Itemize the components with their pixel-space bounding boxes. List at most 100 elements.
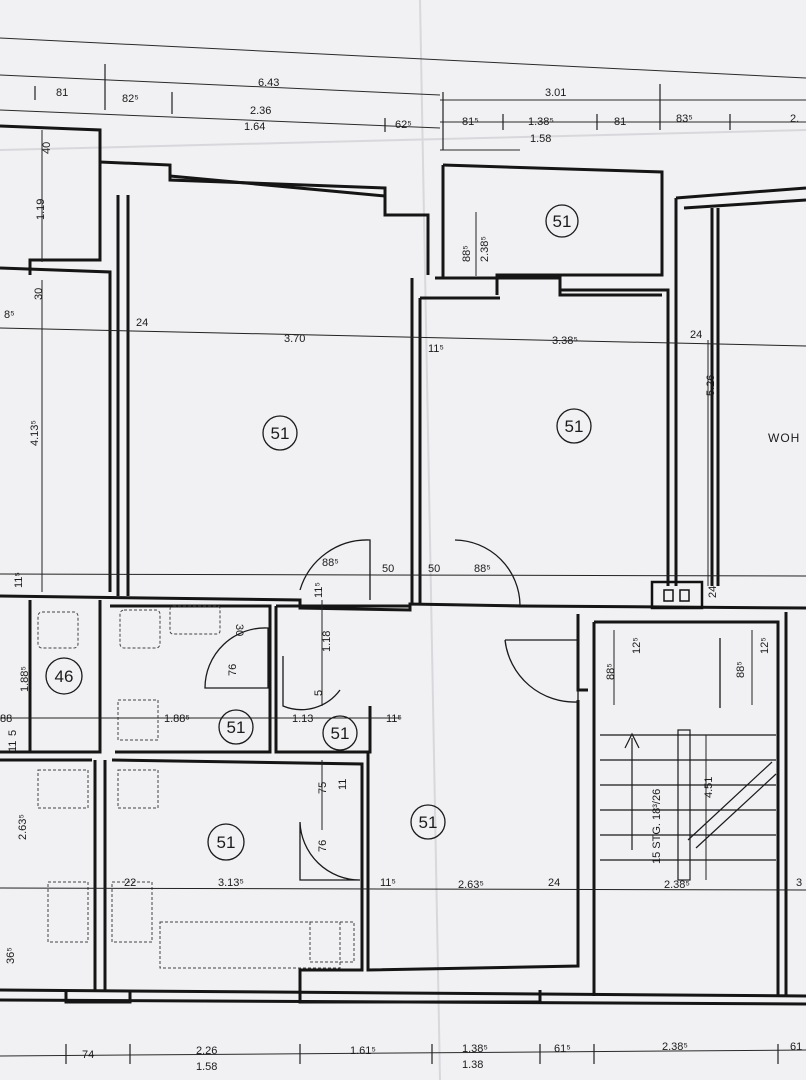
dim-v115-a: 11⁵: [13, 572, 25, 588]
dim-v76-a: 76: [227, 664, 239, 676]
dim-v5: 5: [313, 690, 325, 696]
dim-wall24-b: 24: [690, 329, 702, 341]
dim-b2-upper: 2.26: [196, 1045, 217, 1057]
dim-b1: 74: [82, 1049, 94, 1061]
dim-v40: 40: [41, 142, 53, 154]
dim-right-b-lower: 1.58: [530, 133, 551, 145]
paper-fold-line: [419, 0, 441, 1080]
top-dimension-chain: 6.43 81 82⁵ 2.36 1.64 62⁵ 3.01 81⁵ 1.38⁵…: [0, 37, 806, 151]
dim-b2-lower: 1.58: [196, 1061, 217, 1073]
dim-h3135: 3.13⁵: [218, 877, 244, 889]
dim-v2635: 2.63⁵: [17, 814, 29, 840]
dim-room-w1: 3.70: [284, 333, 305, 345]
interior-dimension-lines: [0, 130, 806, 891]
dim-b7: 61: [790, 1041, 802, 1053]
dim-room-w2: 3.38⁵: [552, 335, 578, 347]
dim-edge: 62⁵: [395, 119, 412, 131]
room-number: 51: [217, 833, 236, 852]
staircase: [600, 729, 777, 881]
dim-b6: 2.38⁵: [662, 1041, 688, 1053]
dim-door2: 88⁵: [474, 563, 491, 575]
dim-edge3: 3: [796, 877, 802, 889]
dim-right-d: 83⁵: [676, 113, 693, 125]
dim-v365: 36⁵: [5, 947, 17, 964]
dim-v88-a: 88: [0, 713, 12, 725]
room-number: 51: [331, 724, 350, 743]
shaft-symbols: [650, 580, 704, 610]
dim-v76-b: 76: [317, 840, 329, 852]
dim-wall11: 11⁵: [428, 343, 444, 355]
paper-fold-line: [0, 129, 806, 151]
walls: [0, 124, 806, 1006]
dim-overall-right: 3.01: [545, 87, 566, 99]
room-number: 51: [227, 718, 246, 737]
dim-h113: 1.13: [292, 713, 313, 725]
dim-v1885: 1.88⁵: [19, 666, 31, 692]
dim-v125-b: 12⁵: [759, 637, 771, 654]
stair-annotation: 15 STG. 18³/26: [651, 789, 663, 864]
dim-v115-d: 11⁵: [380, 877, 396, 889]
room-marker: 51: [322, 715, 358, 751]
dim-v75: 75: [317, 782, 329, 794]
room-marker: 51: [556, 408, 592, 444]
bottom-dimension-chain: 74 2.26 1.58 1.61⁵ 1.38⁵ 1.38 61⁵ 2.38⁵ …: [0, 1041, 806, 1073]
dim-mid-upper: 2.36: [250, 105, 271, 117]
dim-b5: 61⁵: [554, 1043, 571, 1055]
door-swings: [204, 539, 721, 881]
dim-b3: 1.61⁵: [350, 1045, 376, 1057]
dim-gap50-a: 50: [382, 563, 394, 575]
dim-v30: 30: [33, 288, 45, 300]
dim-v30b: 30: [233, 624, 245, 636]
room-number: 51: [419, 813, 438, 832]
dim-wall24-d: 24: [548, 877, 560, 889]
room-number: 51: [271, 424, 290, 443]
room-marker: 51: [262, 415, 298, 451]
dim-b4-upper: 1.38⁵: [462, 1043, 488, 1055]
room-marker: 51: [410, 804, 446, 840]
room-number: 51: [553, 212, 572, 231]
dim-right-a: 81⁵: [462, 116, 479, 128]
dim-v125-a: 12⁵: [631, 637, 643, 654]
dim-h1885: 1.88⁵: [164, 713, 190, 725]
room-marker: 46: [45, 657, 83, 695]
dim-wall24-c: 24: [707, 586, 719, 598]
dim-right-e: 2.: [790, 113, 799, 125]
dim-v5-b: 5: [7, 730, 19, 736]
room-marker: 51: [545, 204, 579, 238]
dim-b4-lower: 1.38: [462, 1059, 483, 1071]
dim-v118: 1.18: [321, 631, 333, 652]
dim-left-b: 82⁵: [122, 93, 139, 105]
dim-v11-a: 11: [7, 741, 19, 752]
dim-right-c: 81: [614, 116, 626, 128]
dim-wall22: 22: [124, 877, 136, 889]
interior-dimension-texts: 40 1.19 30 88⁵ 2.38⁵ 24 3.70 11⁵ 3.38⁵ 2…: [0, 142, 802, 964]
dim-v115-c: 11⁵: [386, 713, 402, 725]
dim-v11-b: 11: [337, 779, 349, 790]
room-marker: 51: [218, 709, 254, 745]
dim-v119: 1.19: [35, 199, 47, 220]
dim-v885-top: 88⁵: [461, 245, 473, 262]
room-markers: 51 51 51 46 51 51 51 51: [45, 204, 592, 861]
dim-right-b: 1.38⁵: [528, 116, 554, 128]
dim-v2385: 2.38⁵: [479, 236, 491, 262]
room-label-wohn: WOH: [768, 431, 800, 445]
room-number: 51: [565, 417, 584, 436]
fixtures: [37, 605, 355, 969]
dim-gap50-b: 50: [428, 563, 440, 575]
dim-side-8: 8⁵: [4, 309, 15, 321]
dim-v4135: 4.13⁵: [29, 420, 41, 446]
dim-v115-b: 11⁵: [313, 582, 325, 598]
dim-overall-left: 6.43: [258, 77, 279, 89]
dim-mid-lower: 1.64: [244, 121, 265, 133]
dim-wall24-a: 24: [136, 317, 148, 329]
dim-v451: 4.51: [703, 777, 715, 798]
room-number: 46: [55, 667, 74, 686]
dim-door1: 88⁵: [322, 557, 339, 569]
dim-v885-d: 88⁵: [735, 661, 747, 678]
dim-left-a: 81: [56, 87, 68, 99]
dim-h2385: 2.38⁵: [664, 879, 690, 891]
room-marker: 51: [207, 823, 245, 861]
dim-v885-c: 88⁵: [605, 663, 617, 680]
